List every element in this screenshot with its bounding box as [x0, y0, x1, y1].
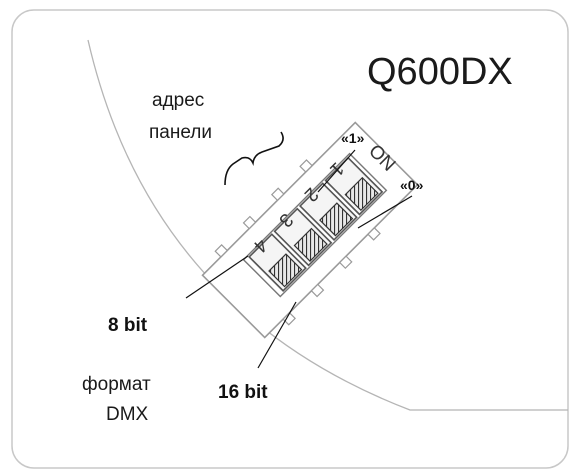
state-zero-label: «0» — [400, 177, 424, 193]
mode-8bit-label: 8 bit — [108, 315, 148, 336]
format-label-line2: DMX — [106, 404, 149, 425]
switch-3 — [273, 207, 333, 267]
address-brace — [224, 131, 284, 186]
switch-1 — [324, 156, 384, 216]
address-label-line2: панели — [149, 122, 212, 143]
switch-4 — [248, 233, 307, 292]
callout-lines — [185, 149, 413, 369]
callout-zero — [357, 195, 413, 229]
callout-one — [317, 149, 356, 193]
callout-8bit — [185, 255, 249, 299]
switch-2 — [298, 182, 358, 242]
state-one-label: «1» — [341, 130, 365, 146]
address-label-line1: адрес — [152, 90, 204, 111]
format-label-line1: формат — [82, 374, 151, 395]
dip-switch-pins — [214, 159, 381, 326]
dip-switch: 1 2 3 4 ON — [201, 121, 419, 339]
callout-16bit — [257, 301, 297, 369]
model-title: Q600DX — [367, 51, 513, 93]
mode-16bit-label: 16 bit — [218, 382, 268, 403]
